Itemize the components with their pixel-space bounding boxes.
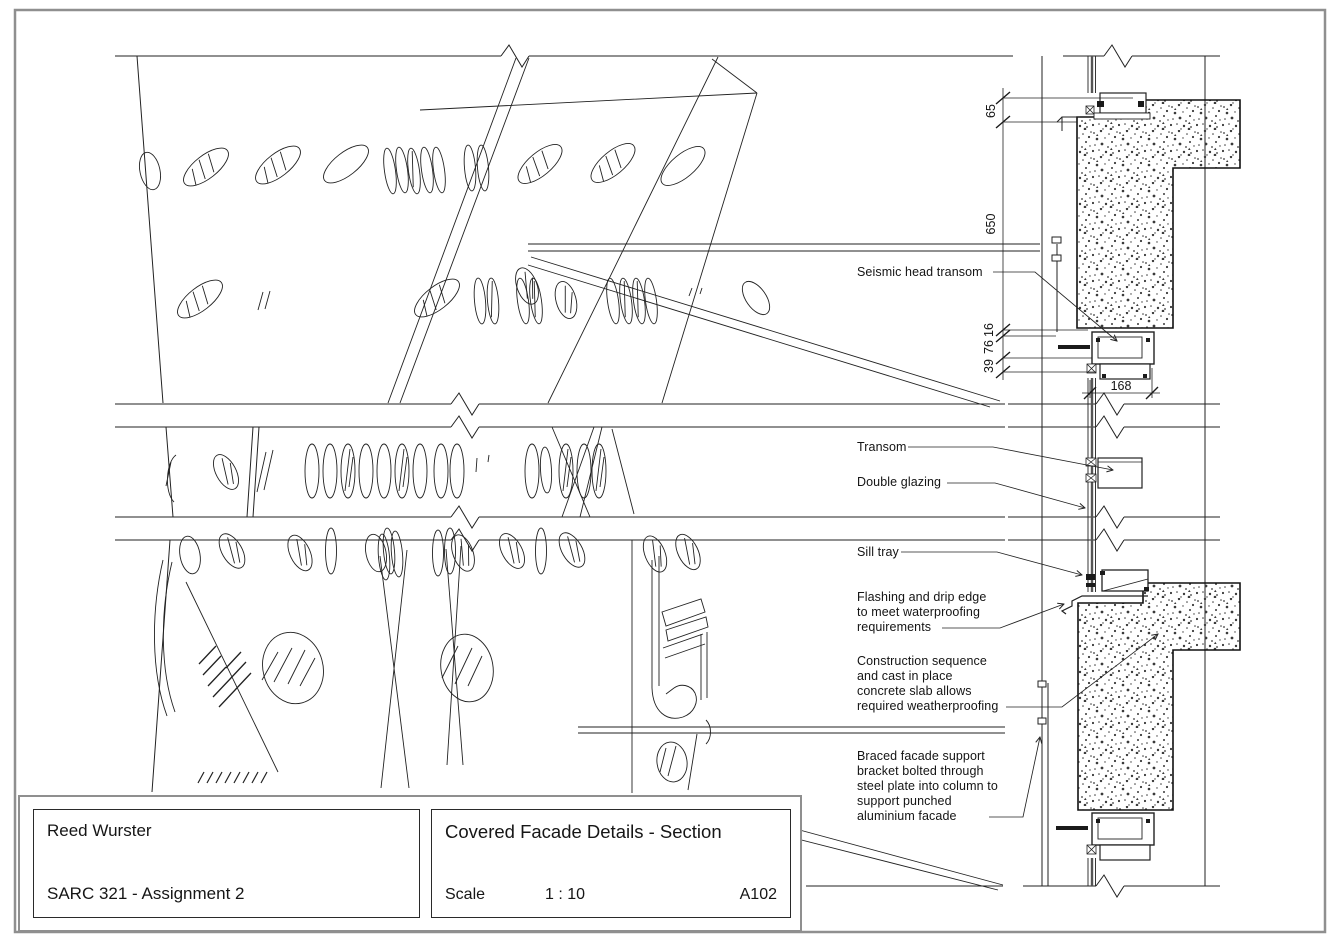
leader-lines xyxy=(901,271,1158,818)
dim-168: 168 xyxy=(1111,379,1132,393)
annotation-construction-sequence: Construction sequence and cast in place … xyxy=(857,654,999,713)
annotation-braced-support: Braced facade support bracket bolted thr… xyxy=(857,749,998,823)
elevation-braces xyxy=(387,56,1040,408)
dim-65: 65 xyxy=(984,104,998,118)
annotation-seismic-head-transom: Seismic head transom xyxy=(857,265,983,279)
dim-76: 76 xyxy=(982,340,996,354)
title-block-sheet-box: Covered Facade Details - Section Scale 1… xyxy=(431,809,791,918)
head-transom-top xyxy=(1056,92,1151,131)
annotation-transom: Transom xyxy=(857,440,907,454)
dim-39: 39 xyxy=(982,359,996,373)
scale-label: Scale xyxy=(445,886,486,903)
concrete-slab-lower xyxy=(1077,582,1241,811)
drawing-title: Covered Facade Details - Section xyxy=(445,821,722,842)
page-border xyxy=(13,8,1327,934)
concrete-slab-upper xyxy=(1076,99,1241,329)
title-block-author-box: Reed Wurster SARC 321 - Assignment 2 xyxy=(33,809,420,918)
annotation-flashing: Flashing and drip edge to meet waterproo… xyxy=(857,590,987,634)
dimension-string: 65 650 16 76 39 168 xyxy=(982,88,1160,400)
dim-16: 16 xyxy=(982,323,996,337)
section-view xyxy=(1037,56,1241,886)
seismic-head-transom-upper xyxy=(1058,331,1155,380)
dim-650: 650 xyxy=(984,214,998,235)
facade-perforations xyxy=(135,136,1004,891)
author-name: Reed Wurster xyxy=(47,821,152,840)
scale-value: 1 : 10 xyxy=(545,886,586,903)
sheet-number: A102 xyxy=(739,886,777,903)
annotation-sill-tray: Sill tray xyxy=(857,545,899,559)
course-name: SARC 321 - Assignment 2 xyxy=(47,884,245,903)
elevation-view xyxy=(115,44,1220,898)
title-block: Reed Wurster SARC 321 - Assignment 2 Cov… xyxy=(18,795,802,932)
seismic-head-transom-lower xyxy=(1056,812,1155,861)
sill-tray-assembly xyxy=(1060,569,1149,615)
transom-middle xyxy=(1085,457,1143,489)
annotation-double-glazing: Double glazing xyxy=(857,475,942,489)
